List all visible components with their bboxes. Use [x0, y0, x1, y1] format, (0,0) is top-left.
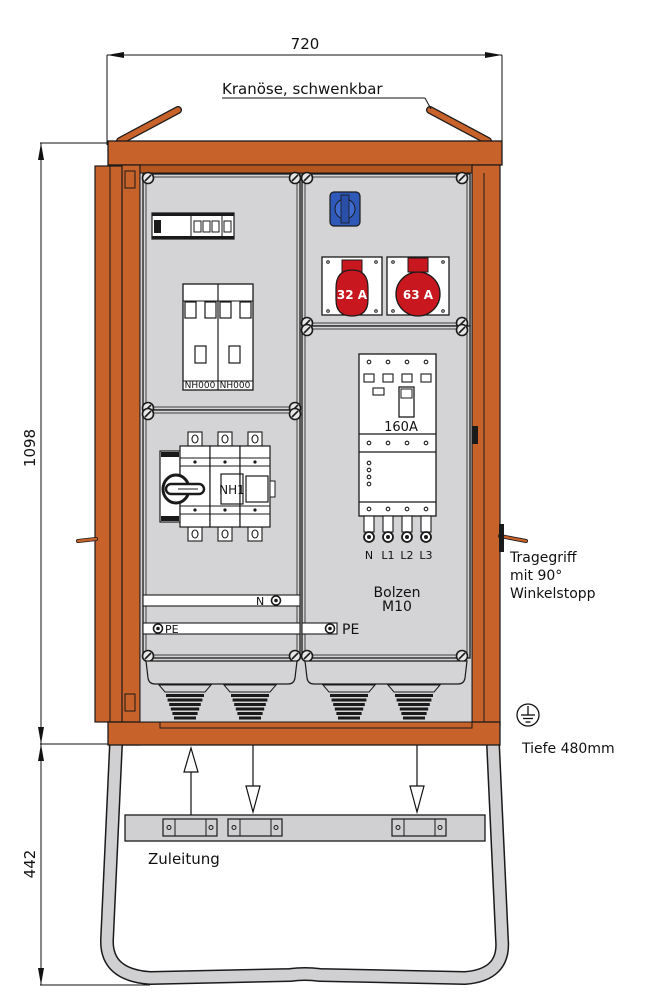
breaker-dot: [385, 440, 391, 446]
breaker-terminal: L1: [381, 515, 395, 562]
bolt-label-2: M10: [382, 599, 412, 615]
breaker-terminal: L2: [400, 515, 414, 562]
breaker-terminal: N: [363, 515, 375, 562]
socket-32a-label: 32 A: [337, 288, 368, 302]
breaker-dot: [404, 440, 410, 446]
crane-eye-callout: Kranöse, schwenkbar: [222, 80, 432, 110]
depth-label: Tiefe 480mm: [521, 741, 615, 757]
arrow-out-1: [245, 745, 261, 815]
fuse-holder-nh000: NH000 NH000: [182, 283, 254, 391]
cable-gland: [386, 684, 442, 721]
handle-right: [498, 524, 528, 552]
terminal-label: N: [365, 549, 373, 562]
cable-gland: [222, 684, 278, 721]
screw-icon: [300, 649, 314, 663]
pe-bar-left: PE: [142, 622, 301, 636]
surge-protector: [151, 212, 235, 240]
breaker-dot: [366, 506, 372, 512]
pe-bar-right-label: PE: [342, 622, 359, 638]
breaker-dot: [404, 359, 410, 365]
breaker-dot: [423, 506, 429, 512]
screw-icon: [455, 649, 469, 663]
dimension-width-label: 720: [291, 35, 320, 53]
handle-label-1: Tragegriff: [509, 550, 577, 566]
pe-bar-right: PE: [301, 622, 359, 638]
handle-left: [76, 537, 98, 543]
pe-bar-left-label: PE: [165, 623, 179, 636]
screw-icon: [141, 407, 155, 421]
socket-63a: 63 A: [386, 256, 450, 317]
arrow-out-2: [409, 745, 425, 815]
dimension-width: 720: [106, 35, 503, 145]
dimension-height-stand-label: 442: [21, 850, 39, 879]
fuse-label-right: NH000: [220, 381, 251, 391]
socket-schuko: [329, 191, 361, 227]
cable-glands: [157, 684, 442, 721]
cable-gland: [157, 684, 213, 721]
cable-gland: [321, 684, 377, 721]
bolt-label-1: Bolzen: [374, 585, 421, 601]
cable-clamp-3: [391, 818, 447, 837]
handle-label-3: Winkelstopp: [510, 586, 596, 602]
breaker-dot: [423, 440, 429, 446]
gland-tray-right: [304, 660, 468, 685]
feed-label: Zuleitung: [148, 850, 220, 868]
screw-icon: [141, 649, 155, 663]
terminal-label: L3: [419, 549, 432, 562]
screw-icon: [288, 407, 302, 421]
fuse-label-left: NH000: [185, 381, 216, 391]
breaker-dot: [366, 467, 372, 473]
door-lock: [470, 426, 478, 444]
switch-label: NH1: [219, 483, 245, 497]
crane-eye-right: [426, 106, 492, 145]
circuit-breaker-160a: 160A N L1 L2 L3: [358, 353, 437, 562]
bolt-note: Bolzen M10: [374, 585, 421, 615]
screw-icon: [288, 171, 302, 185]
gland-tray-left: [145, 660, 298, 685]
crane-eye-label: Kranöse, schwenkbar: [222, 80, 383, 98]
switch-disconnector-nh1: NH1: [159, 431, 276, 542]
screw-icon: [288, 649, 302, 663]
dimension-height-cabinet: 1098: [21, 142, 115, 745]
breaker-dot: [385, 359, 391, 365]
screw-icon: [455, 171, 469, 185]
breaker-dot: [366, 481, 372, 487]
screw-icon: [455, 323, 469, 337]
socket-63a-label: 63 A: [403, 288, 434, 302]
switch-pole: [179, 431, 211, 542]
breaker-terminal: L3: [419, 515, 433, 562]
breaker-dot: [366, 460, 372, 466]
breaker-dot: [366, 359, 372, 365]
switch-pole: [209, 431, 241, 542]
enclosure-screws: [141, 171, 469, 663]
ground-icon: [516, 703, 540, 727]
breaker-dot: [385, 506, 391, 512]
terminal-label: L2: [400, 549, 413, 562]
stand-frame: Zuleitung: [100, 743, 510, 985]
handle-label-2: mit 90°: [510, 568, 562, 584]
handle-callout: Tragegriff mit 90° Winkelstopp: [509, 550, 596, 602]
neutral-bar-label: N: [256, 595, 264, 608]
cable-clamp-1: [162, 818, 218, 837]
neutral-bar: N: [142, 594, 301, 608]
switch-handle: [161, 473, 206, 505]
socket-32a: 32 A: [321, 256, 383, 317]
breaker-dot: [423, 359, 429, 365]
breaker-dot: [366, 440, 372, 446]
crane-eye-left: [116, 106, 182, 145]
breaker-dot: [404, 506, 410, 512]
screw-icon: [300, 323, 314, 337]
cable-clamp-2: [227, 818, 283, 837]
breaker-dot: [366, 474, 372, 480]
terminal-label: L1: [381, 549, 394, 562]
dimension-height-stand: 442: [21, 744, 150, 986]
breaker-rating-label: 160A: [384, 420, 418, 435]
cabinet-roof: [107, 140, 503, 166]
screw-icon: [300, 171, 314, 185]
arrow-feed-in: [183, 745, 199, 815]
dimension-height-cabinet-label: 1098: [21, 429, 39, 467]
screw-icon: [141, 171, 155, 185]
